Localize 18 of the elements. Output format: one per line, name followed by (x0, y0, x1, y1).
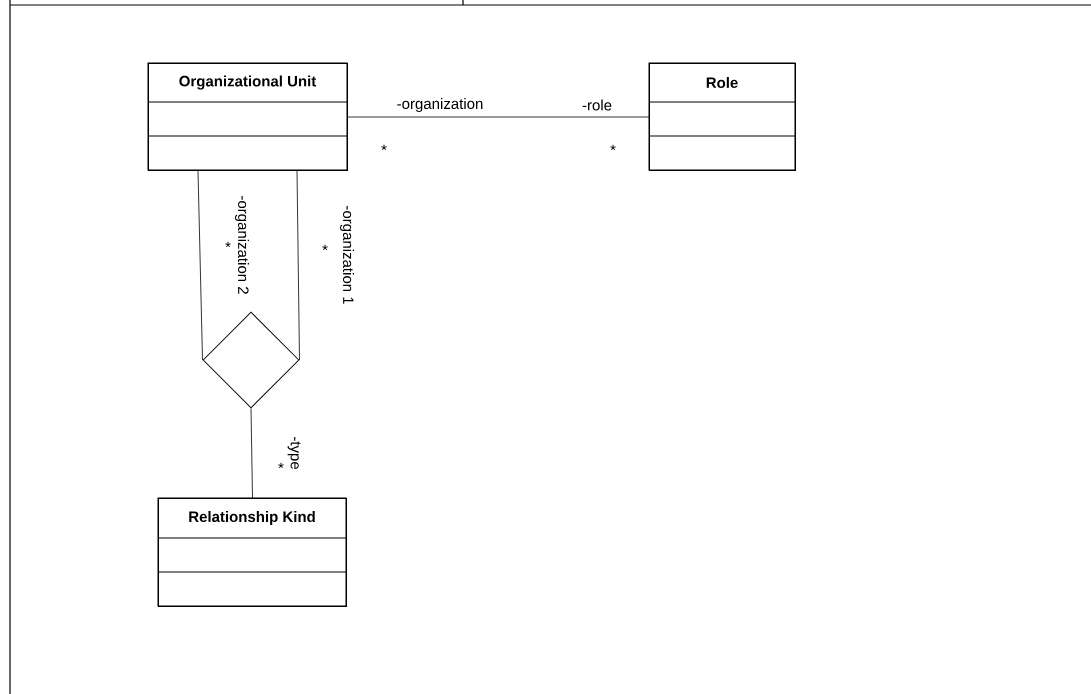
association-line (296, 170, 300, 361)
multiplicity: * (610, 144, 616, 151)
role-name: -organization 1 (340, 206, 354, 304)
multiplicity: * (381, 144, 387, 151)
multiplicity: * (322, 244, 328, 251)
multiplicity: * (278, 462, 284, 469)
role-name: -organization (397, 98, 483, 112)
association-line (347, 116, 650, 118)
role-name: -organization 2 (235, 196, 249, 294)
role-name: -role (582, 99, 612, 111)
association-line (250, 408, 253, 499)
class-box: Role (648, 62, 796, 171)
diamond-shape (202, 311, 300, 409)
class-box: Organizational Unit (147, 62, 348, 171)
association-line (197, 170, 203, 361)
class-box: Relationship Kind (157, 497, 347, 607)
role-name: -type (287, 437, 301, 469)
multiplicity: * (225, 241, 231, 248)
